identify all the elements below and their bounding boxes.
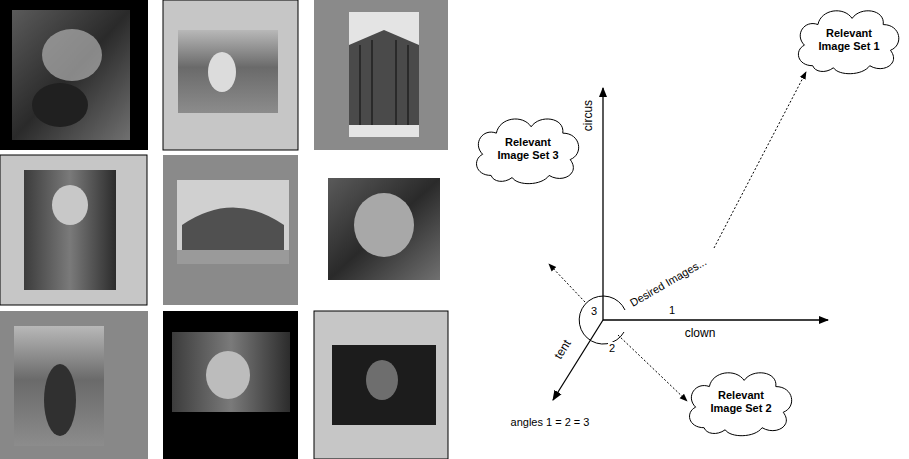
cloud-label: Relevant Image Set 1 — [812, 27, 886, 53]
cloud-node: Relevant Image Set 3 — [470, 112, 586, 186]
axis-label: clown — [684, 327, 717, 340]
cloud-node: Relevant Image Set 1 — [792, 4, 906, 76]
cloud-label: Relevant Image Set 3 — [490, 136, 566, 162]
axis-label: Desired Images... — [627, 255, 709, 310]
angle-number: 2 — [608, 342, 616, 354]
cloud-node: Relevant Image Set 2 — [683, 366, 799, 438]
axis-label: circus — [582, 99, 595, 132]
note-text: angles 1 = 2 = 3 — [510, 416, 591, 428]
axis-label: tent — [552, 337, 575, 363]
cloud-label: Relevant Image Set 2 — [703, 389, 779, 415]
angle-number: 3 — [590, 305, 598, 317]
angle-number: 1 — [668, 304, 676, 316]
